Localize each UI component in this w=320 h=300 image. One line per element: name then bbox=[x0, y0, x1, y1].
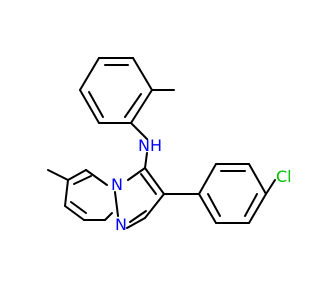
nh-hydrogen-label: H bbox=[150, 136, 162, 155]
structure-diagram: N H N N Cl bbox=[47, 57, 292, 234]
nh-c3-bond bbox=[144, 152, 148, 169]
pyridine-ring bbox=[64, 169, 113, 221]
tolyl-ring bbox=[79, 57, 153, 124]
imine-nitrogen-label: N bbox=[115, 215, 127, 234]
chlorine-label: Cl bbox=[276, 167, 292, 186]
nh-nitrogen-label: N bbox=[138, 136, 150, 155]
imidazole-ring bbox=[114, 167, 165, 229]
tolyl-nh-bond bbox=[130, 122, 148, 140]
bridgehead-nitrogen-label: N bbox=[111, 175, 123, 194]
pyridine-methyl-bond bbox=[47, 169, 69, 181]
c-cl-bond bbox=[265, 179, 276, 195]
chlorophenyl-ring bbox=[198, 163, 267, 224]
